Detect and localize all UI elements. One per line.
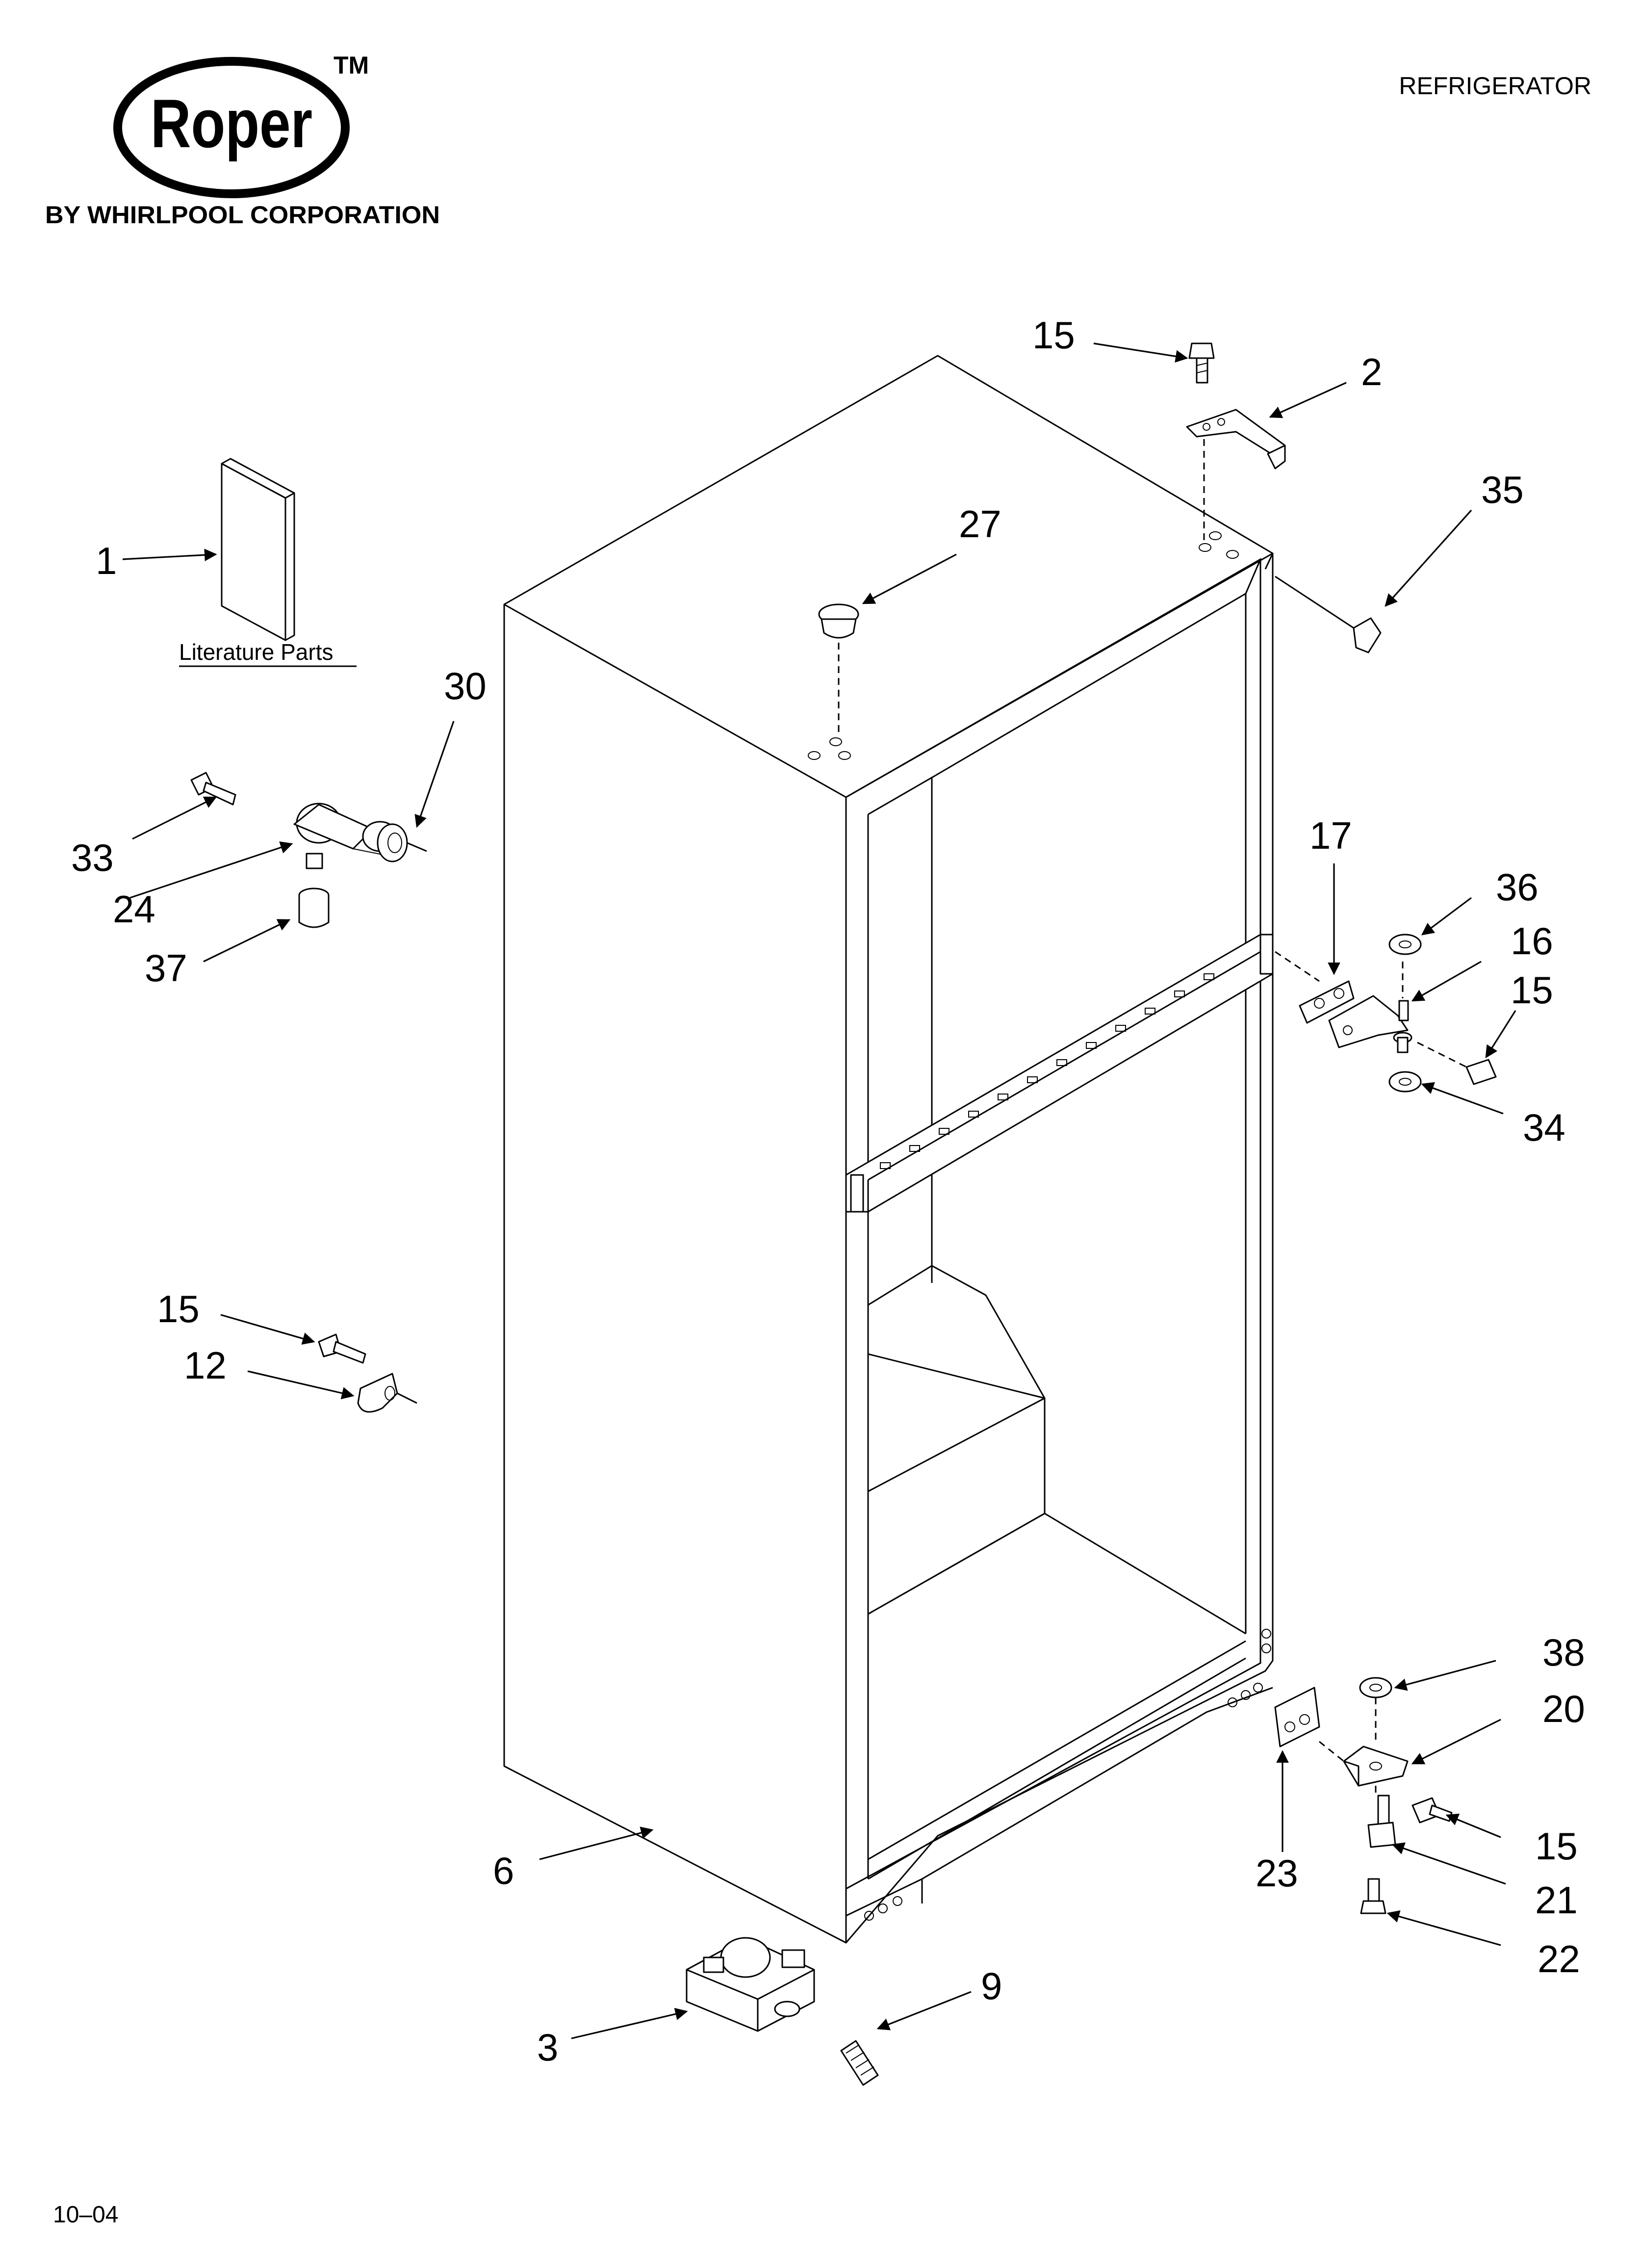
- callout-38: 38: [1542, 1631, 1585, 1674]
- part-20-bottom-hinge: [1319, 1741, 1409, 1787]
- callout-16: 16: [1511, 919, 1553, 963]
- callout-22: 22: [1538, 1937, 1580, 1981]
- part-12-clip: [357, 1373, 417, 1413]
- part-9-spring: [840, 2040, 879, 2086]
- part-33-bolt: [190, 772, 236, 806]
- callout-23: 23: [1256, 1851, 1298, 1895]
- callout-6: 6: [493, 1849, 514, 1892]
- literature-label: Literature Parts: [179, 639, 333, 665]
- part-22-screw: [1360, 1878, 1386, 1914]
- part-16-center-hinge: [1328, 962, 1412, 1053]
- callout-27: 27: [959, 502, 1001, 546]
- part-34-washer: [1388, 1071, 1422, 1093]
- leader-lines: [122, 342, 1516, 2039]
- callout-labels: 1 15 2 35 27 30 33 24 37 17 36 16 15 34 …: [71, 313, 1585, 2069]
- callout-9: 9: [981, 1964, 1002, 2007]
- callout-37: 37: [145, 946, 187, 990]
- callout-30: 30: [444, 664, 487, 707]
- part-2-top-bracket: [1186, 409, 1286, 542]
- part-17-hinge-shim: [1275, 951, 1355, 1024]
- callout-12: 12: [184, 1344, 227, 1387]
- part-21-hinge-pin: [1367, 1786, 1396, 1848]
- part-30-washer: [377, 823, 427, 862]
- part-15-screw-top: [1188, 342, 1215, 384]
- part-23-shim: [1274, 1687, 1320, 1747]
- part-15-screw-left: [318, 1333, 366, 1364]
- date-code: 10–04: [53, 2202, 118, 2228]
- part-15-screw-center: [1417, 1042, 1497, 1085]
- divider-rail: [845, 934, 1274, 1213]
- part-3-roller-assembly: [686, 1937, 815, 2032]
- callout-2: 2: [1361, 350, 1382, 393]
- callout-21: 21: [1535, 1878, 1578, 1922]
- callout-1: 1: [96, 539, 117, 582]
- callout-17: 17: [1309, 814, 1352, 857]
- category-label: REFRIGERATOR: [1399, 72, 1591, 100]
- callout-20: 20: [1542, 1687, 1585, 1730]
- part-35-clip: [1275, 575, 1382, 653]
- literature-booklet: [221, 458, 295, 641]
- callout-34: 34: [1523, 1106, 1565, 1149]
- part-37-spacer: [298, 887, 330, 928]
- part-38-washer: [1359, 1677, 1392, 1742]
- trademark-mark: TM: [334, 52, 369, 79]
- callout-35: 35: [1481, 468, 1524, 511]
- callout-3: 3: [537, 2026, 558, 2069]
- callout-24: 24: [113, 887, 155, 931]
- roper-logo: Roper TM: [113, 52, 369, 198]
- refrigerator-cabinet: [503, 355, 1274, 1944]
- brand-name: Roper: [151, 85, 312, 162]
- callout-15-top: 15: [1032, 313, 1075, 357]
- part-27-plug: [818, 603, 859, 733]
- part-15-screw-lower: [1411, 1797, 1453, 1824]
- part-36-washer: [1388, 934, 1422, 955]
- callout-33: 33: [71, 836, 114, 879]
- callout-15-lower: 15: [1535, 1825, 1578, 1868]
- callout-15-left: 15: [157, 1287, 200, 1330]
- callout-36: 36: [1496, 865, 1539, 909]
- callout-15-center: 15: [1511, 968, 1553, 1012]
- byline: BY WHIRLPOOL CORPORATION: [45, 201, 440, 229]
